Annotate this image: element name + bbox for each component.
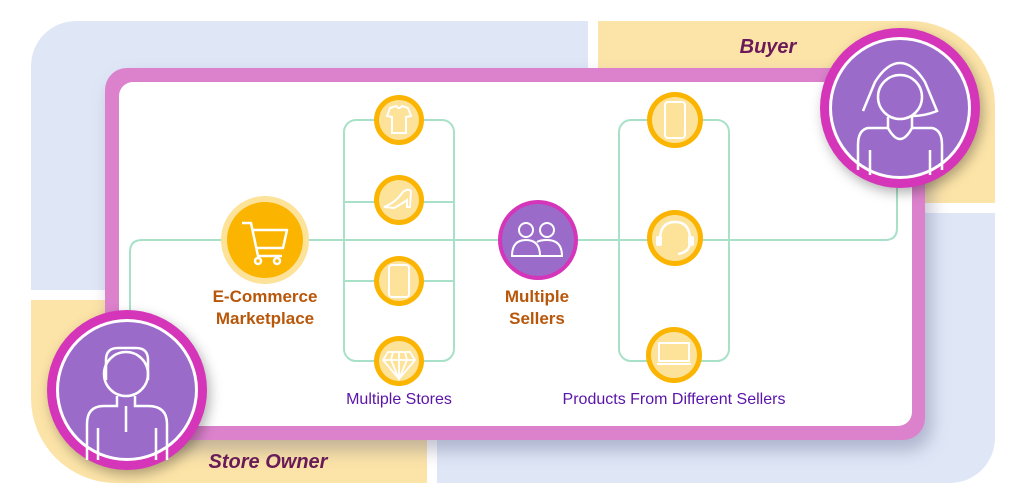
users-icon <box>510 222 564 257</box>
buyer-avatar <box>820 28 980 188</box>
product-icon-phone <box>647 92 703 148</box>
marketplace-label-line2: Marketplace <box>215 309 315 328</box>
laptop-icon <box>657 342 691 365</box>
store-icon-heel <box>374 175 424 225</box>
cart-icon <box>242 221 289 266</box>
store-owner-label: Store Owner <box>208 451 328 473</box>
product-icon-headset <box>647 210 703 266</box>
woman-icon <box>856 61 944 175</box>
high-heel-icon <box>383 188 413 210</box>
stores-group-label: Multiple Stores <box>346 391 452 408</box>
shirt-icon <box>385 104 413 134</box>
cart-node <box>221 196 309 284</box>
phone-icon <box>664 101 686 139</box>
buyer-label: Buyer <box>739 36 797 58</box>
product-icon-laptop <box>646 327 702 383</box>
store-owner-avatar <box>47 310 207 470</box>
products-group-label: Products From Different Sellers <box>562 391 786 408</box>
sellers-label: Multiple Sellers <box>505 286 569 330</box>
store-icon-phone <box>374 256 424 306</box>
marketplace-label-line1: E-Commerce <box>212 287 318 306</box>
diamond-icon <box>381 351 417 382</box>
sellers-node <box>498 200 578 280</box>
sellers-label-line2: Sellers <box>509 309 565 328</box>
marketplace-label: E-Commerce Marketplace <box>213 286 318 330</box>
store-icon-diamond <box>374 336 424 386</box>
phone-icon <box>388 264 410 298</box>
store-icon-shirt <box>374 95 424 145</box>
sellers-label-line1: Multiple <box>504 287 570 306</box>
man-icon <box>85 346 169 460</box>
